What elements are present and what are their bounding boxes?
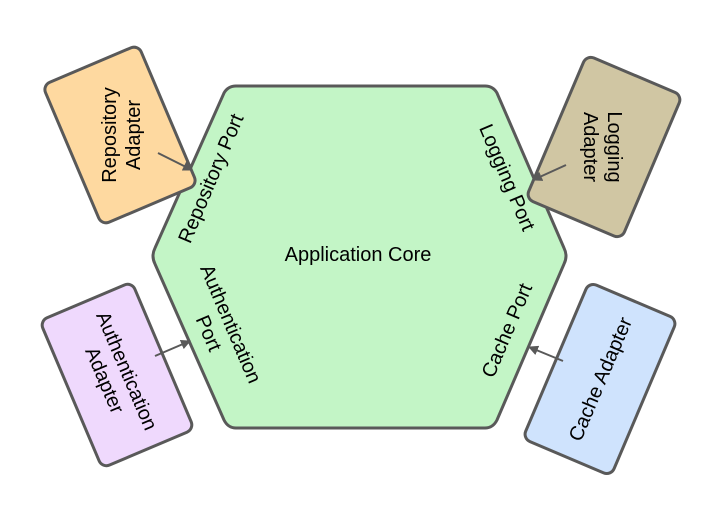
- application-core-label: Application Core: [285, 244, 432, 266]
- cache-arrow-icon: [528, 345, 564, 362]
- logging-arrow-icon: [532, 164, 567, 181]
- repository-adapter-line1: Repository: [99, 87, 121, 183]
- logging-adapter: Logging Adapter: [526, 55, 682, 239]
- authentication-arrow-icon: [154, 339, 191, 357]
- logging-adapter-line1: Logging: [603, 111, 625, 182]
- cache-adapter: Cache Adapter: [523, 282, 677, 476]
- repository-adapter: Repository Adapter: [43, 45, 197, 225]
- authentication-adapter: Authentication Adapter: [40, 282, 194, 468]
- logging-adapter-line2: Adapter: [579, 112, 601, 182]
- authentication-adapter-box: [40, 282, 194, 468]
- repository-adapter-line2: Adapter: [123, 100, 145, 170]
- logging-adapter-box: [526, 55, 682, 239]
- application-core-hexagon: [151, 84, 568, 430]
- repository-adapter-box: [43, 45, 197, 225]
- cache-adapter-box: [523, 282, 677, 476]
- repository-arrow-icon: [157, 152, 193, 171]
